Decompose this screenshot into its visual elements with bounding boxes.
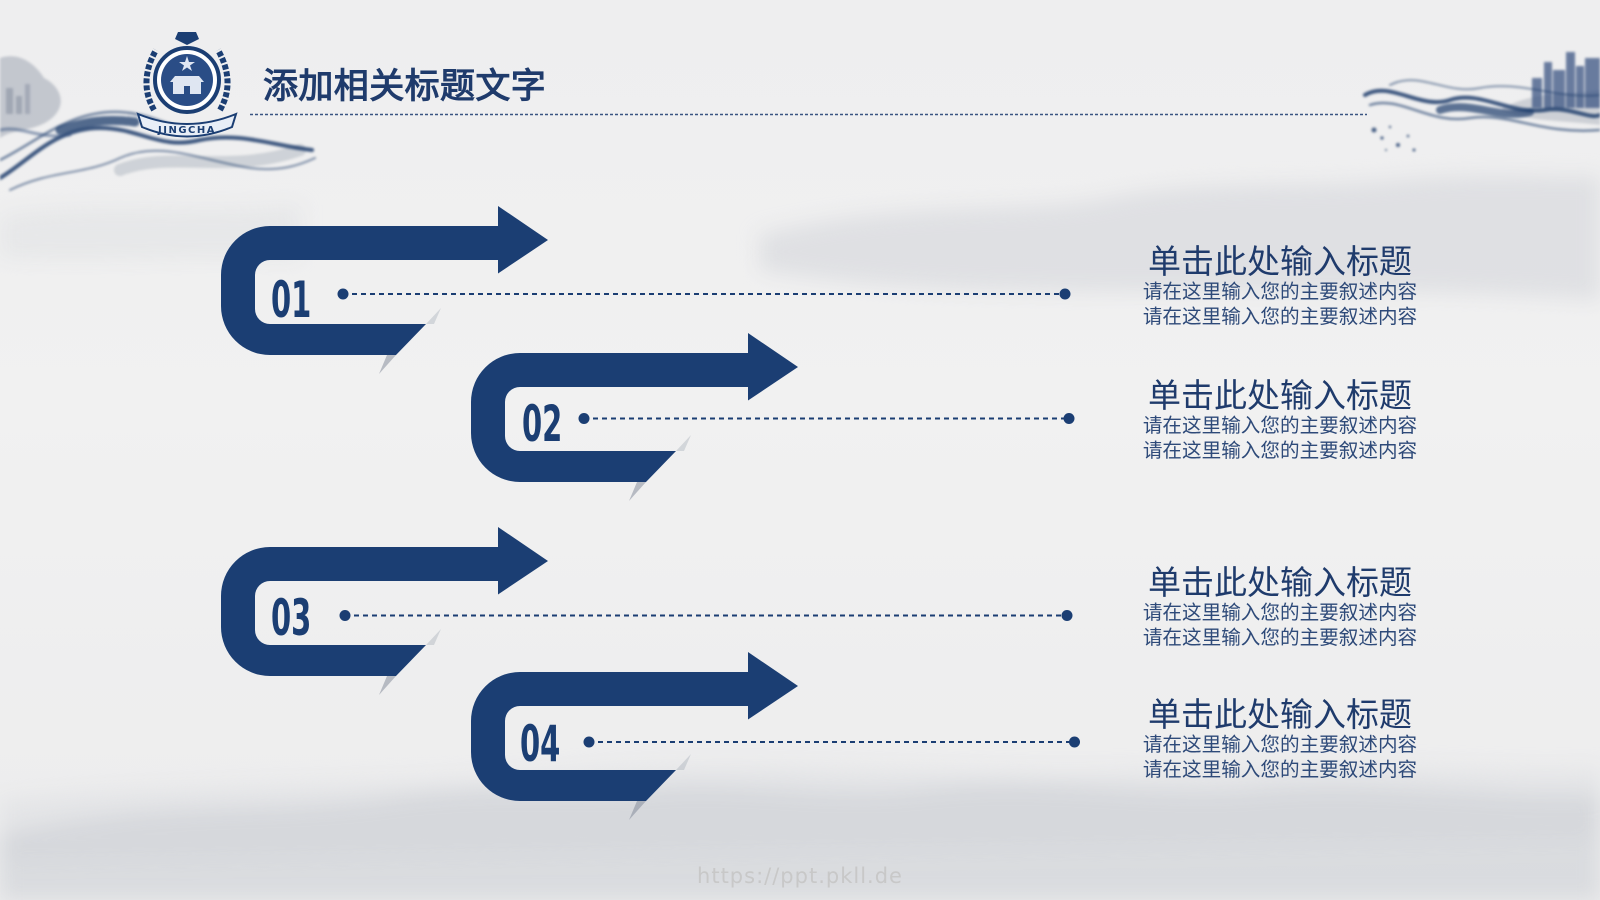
step-number: 03 bbox=[271, 589, 311, 648]
connector-end-dot bbox=[1059, 288, 1071, 300]
step-title: 单击此处输入标题 bbox=[1148, 695, 1412, 734]
step-description-line: 请在这里输入您的主要叙述内容 bbox=[1142, 280, 1418, 303]
connector-2 bbox=[578, 413, 1075, 424]
skyline-building bbox=[1566, 52, 1575, 108]
ink-stroke bbox=[9, 149, 316, 191]
step-description-line: 请在这里输入您的主要叙述内容 bbox=[1142, 414, 1418, 437]
ink-stroke bbox=[1436, 103, 1534, 118]
step-item-1: 01 bbox=[221, 206, 548, 374]
page-title: 添加相关标题文字 bbox=[263, 67, 547, 107]
ink-stroke bbox=[55, 115, 140, 135]
watermark-url: https://ppt.pkll.de bbox=[697, 864, 903, 888]
step-text-block-1[interactable]: 单击此处输入标题 请在这里输入您的主要叙述内容 请在这里输入您的主要叙述内容 bbox=[1130, 244, 1430, 329]
step-text-block-3[interactable]: 单击此处输入标题 请在这里输入您的主要叙述内容 请在这里输入您的主要叙述内容 bbox=[1130, 565, 1430, 650]
fold-highlight bbox=[426, 629, 441, 645]
fold-shadow bbox=[379, 676, 396, 695]
mountain-ridge-left bbox=[0, 205, 300, 260]
distant-building bbox=[16, 96, 22, 114]
ink-drop bbox=[1385, 149, 1387, 151]
connector-start-dot bbox=[578, 413, 590, 424]
ink-drop bbox=[1380, 136, 1384, 140]
distant-building bbox=[25, 84, 30, 114]
step-description-line: 请在这里输入您的主要叙述内容 bbox=[1142, 304, 1418, 328]
distant-building bbox=[6, 88, 13, 114]
skyline-building bbox=[1576, 66, 1584, 108]
connector-start-dot bbox=[339, 610, 351, 621]
step-description-line: 请在这里输入您的主要叙述内容 bbox=[1142, 733, 1418, 756]
ink-splatter bbox=[1371, 125, 1416, 152]
connector-3 bbox=[339, 610, 1073, 621]
connector-end-dot bbox=[1063, 413, 1075, 424]
grey-mist-blob bbox=[0, 56, 61, 138]
emblem-crest bbox=[175, 32, 199, 45]
ink-stroke bbox=[1389, 79, 1600, 97]
emblem-ribbon-text: JINGCHA bbox=[157, 125, 216, 136]
ink-stroke bbox=[1363, 88, 1600, 119]
gate-door bbox=[184, 86, 190, 94]
ink-stroke bbox=[114, 144, 306, 176]
fold-shadow bbox=[629, 801, 646, 820]
connector-start-dot bbox=[583, 736, 595, 748]
connector-end-dot bbox=[1061, 610, 1073, 621]
ink-drop bbox=[1388, 125, 1392, 129]
mountain-ridge-right bbox=[760, 175, 1600, 300]
connector-4 bbox=[583, 736, 1080, 748]
fold-highlight bbox=[676, 435, 691, 451]
ink-stroke bbox=[0, 127, 72, 138]
step-description-line: 请在这里输入您的主要叙述内容 bbox=[1142, 438, 1418, 462]
ink-stroke bbox=[0, 125, 314, 180]
step-description-line: 请在这里输入您的主要叙述内容 bbox=[1142, 757, 1418, 781]
fold-shadow bbox=[379, 355, 396, 374]
ink-stroke bbox=[1368, 101, 1600, 132]
ink-drop bbox=[1371, 127, 1377, 133]
step-number: 02 bbox=[522, 395, 562, 454]
ink-smoke-top-right bbox=[1363, 52, 1600, 152]
emblem-ribbon bbox=[136, 112, 238, 138]
hook-arrow-shape bbox=[221, 527, 548, 676]
emblem-wreath-left bbox=[143, 48, 159, 112]
ink-drop bbox=[1412, 148, 1416, 152]
step-number: 01 bbox=[271, 271, 311, 330]
step-item-4: 04 bbox=[471, 652, 798, 820]
step-number: 04 bbox=[520, 715, 560, 774]
connector-end-dot bbox=[1069, 736, 1080, 748]
fold-highlight bbox=[676, 754, 691, 770]
step-description-line: 请在这里输入您的主要叙述内容 bbox=[1142, 625, 1418, 649]
ink-smoke-top-left bbox=[0, 56, 316, 191]
step-title: 单击此处输入标题 bbox=[1148, 563, 1412, 602]
police-emblem-logo: JINGCHA bbox=[136, 32, 238, 138]
step-text-block-4[interactable]: 单击此处输入标题 请在这里输入您的主要叙述内容 请在这里输入您的主要叙述内容 bbox=[1130, 697, 1430, 782]
step-item-2: 02 bbox=[471, 333, 798, 501]
step-description-line: 请在这里输入您的主要叙述内容 bbox=[1142, 601, 1418, 624]
star-icon bbox=[179, 56, 195, 71]
ink-drop bbox=[1396, 143, 1400, 147]
gate-roof bbox=[170, 76, 204, 82]
fold-shadow bbox=[629, 482, 646, 501]
step-text-block-2[interactable]: 单击此处输入标题 请在这里输入您的主要叙述内容 请在这里输入您的主要叙述内容 bbox=[1130, 378, 1430, 463]
skyline-building bbox=[1532, 78, 1542, 108]
connector-start-dot bbox=[337, 288, 349, 300]
step-title: 单击此处输入标题 bbox=[1148, 242, 1412, 281]
hook-arrow-shape bbox=[471, 333, 798, 482]
connector-1 bbox=[337, 288, 1071, 300]
ink-drop bbox=[1406, 134, 1410, 138]
mountain-haze-bottom bbox=[0, 785, 1600, 900]
hook-arrow-shape bbox=[221, 206, 548, 355]
fold-highlight bbox=[426, 308, 441, 324]
emblem-wreath-right bbox=[215, 48, 231, 112]
step-title: 单击此处输入标题 bbox=[1148, 376, 1412, 415]
hook-arrow-shape bbox=[471, 652, 798, 801]
step-item-3: 03 bbox=[221, 527, 548, 695]
skyline-building bbox=[1544, 62, 1552, 108]
skyline-building bbox=[1553, 70, 1565, 108]
